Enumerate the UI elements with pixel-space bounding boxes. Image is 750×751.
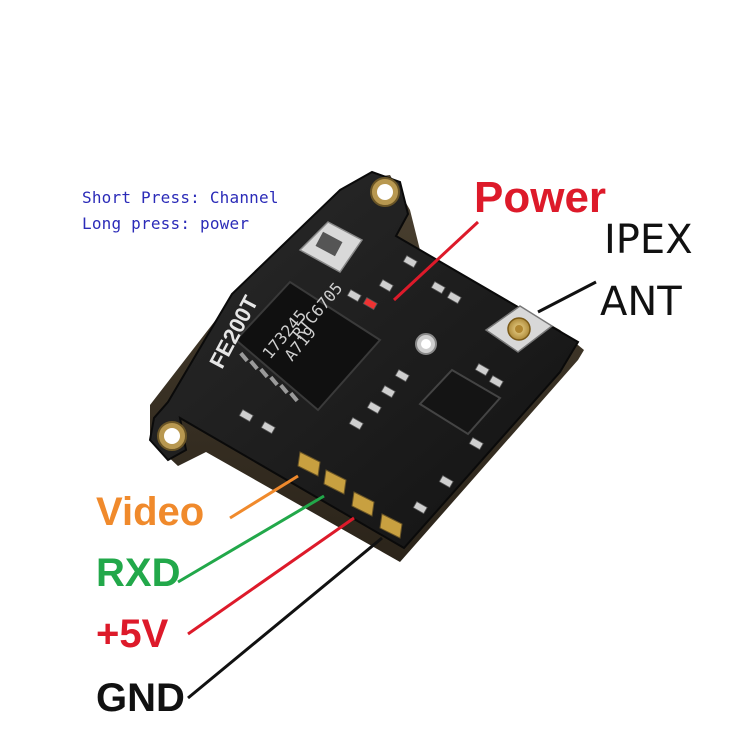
label-gnd: GND — [96, 676, 185, 720]
solder-pads — [297, 451, 403, 539]
pad-video — [297, 451, 321, 477]
label-video: Video — [96, 490, 205, 534]
leader-rxd — [177, 494, 325, 584]
leader-5v — [187, 516, 355, 636]
leader-gnd — [187, 536, 383, 700]
pcb-board — [148, 170, 580, 550]
label-rxd: RXD — [96, 551, 181, 595]
leader-ant — [537, 280, 597, 314]
smd-components — [238, 254, 504, 515]
pad-rxd — [323, 469, 347, 495]
mount-hole-bottom — [157, 421, 187, 451]
center-hole — [415, 333, 437, 355]
push-button — [298, 221, 364, 273]
leader-video — [229, 474, 299, 520]
label-5v: +5V — [96, 612, 169, 656]
hint-short-press: Short Press: Channel — [82, 188, 279, 207]
pad-5v — [351, 491, 375, 517]
ipex-connector — [484, 305, 554, 353]
pad-gnd — [379, 513, 403, 539]
secondary-chip — [418, 368, 502, 436]
label-ant: ANT — [600, 279, 682, 325]
label-power: Power — [474, 173, 607, 222]
label-ipex: IPEX — [604, 217, 693, 263]
mount-hole-top — [370, 177, 400, 207]
leader-power — [392, 220, 480, 302]
hint-long-press: Long press: power — [82, 214, 250, 233]
